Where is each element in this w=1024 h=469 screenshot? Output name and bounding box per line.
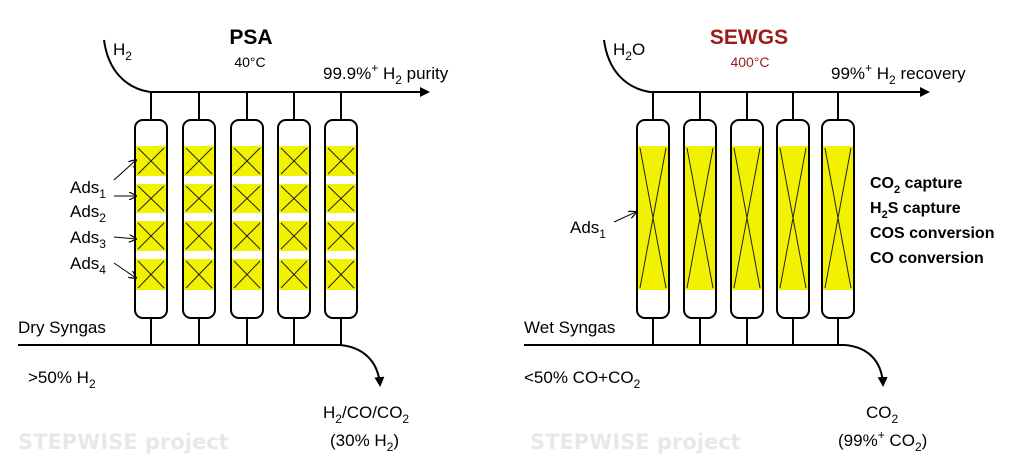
psa-column-5-bed-4-cross-b [327, 260, 355, 289]
sewgs-function-co2: CO2 capture [870, 175, 962, 196]
sewgs-column-2-bed-1-cross-b [686, 147, 714, 289]
sewgs-title: SEWGS [710, 26, 788, 49]
sewgs-column-5-vessel [821, 119, 855, 319]
sewgs-column-2-vessel [683, 119, 717, 319]
psa-purity-label: 99.9%+ H2 purity [323, 61, 449, 87]
psa-column-3-bed-1-cross-b [233, 147, 261, 175]
psa-column-2-bed-3-cross-b [185, 222, 213, 250]
psa-column-1-vessel [134, 119, 168, 319]
psa-column-2 [182, 92, 216, 345]
sewgs-temperature: 400°C [730, 54, 769, 70]
sewgs-column-4-vessel [776, 119, 810, 319]
sewgs-feed-composition: <50% CO+CO2 [524, 368, 641, 391]
sewgs-outlet-composition: (99%+ CO2) [838, 428, 927, 454]
psa-column-3-bed-2-cross-b [233, 185, 261, 212]
psa-column-3 [230, 92, 264, 345]
psa-column-4-bed-1-cross-b [280, 147, 308, 175]
sewgs-column-1-vessel [636, 119, 670, 319]
psa-temperature: 40°C [234, 54, 265, 70]
psa-column-1-bed-3-cross-b [137, 222, 165, 250]
psa-feed-label: Dry Syngas [18, 318, 106, 337]
sewgs-function-h2s: H2S capture [870, 200, 961, 221]
psa-column-3-vessel [230, 119, 264, 319]
sewgs-column-4 [776, 92, 810, 345]
sewgs-recovery-label: 99%+ H2 recovery [831, 61, 966, 87]
psa-column-1-bed-1-cross-b [137, 147, 165, 175]
psa-column-2-bed-4-cross-b [185, 260, 213, 289]
sewgs-inlet-label: H2O [613, 40, 645, 63]
psa-column-1-bed-2-cross-b [137, 185, 165, 212]
sewgs-column-5 [821, 92, 855, 345]
psa-panel: PSA 40°C H2 99.9%+ H2 purity Dry Syngas … [18, 26, 449, 454]
sewgs-function-co: CO conversion [870, 250, 984, 267]
sewgs-column-2 [683, 92, 717, 345]
psa-column-2-vessel [182, 119, 216, 319]
psa-column-5-bed-2-cross-b [327, 185, 355, 212]
sewgs-outlet-curve [844, 344, 888, 387]
sewgs-column-1 [636, 92, 670, 345]
watermark-left: STEPWISE project [18, 430, 229, 454]
psa-ads-3-label: Ads3 [70, 228, 106, 251]
sewgs-column-4-bed-1-cross-b [779, 147, 807, 289]
sewgs-feed-label: Wet Syngas [524, 318, 615, 337]
psa-ads-3-pointer [113, 237, 136, 239]
psa-inlet-label: H2 [113, 40, 132, 63]
psa-column-1 [134, 92, 168, 345]
psa-column-4-vessel [277, 119, 311, 319]
psa-column-4-bed-4-cross-b [280, 260, 308, 289]
psa-ads-2-label: Ads2 [70, 202, 106, 225]
psa-column-4-bed-3-cross-b [280, 222, 308, 250]
psa-column-5-bed-3-cross-b [327, 222, 355, 250]
sewgs-column-3 [730, 92, 764, 345]
sewgs-panel: SEWGS 400°C H2O 99%+ H2 recovery Wet Syn… [524, 26, 994, 454]
psa-ads-4-label: Ads4 [70, 254, 106, 277]
psa-ads-4-pointer [113, 262, 136, 278]
sewgs-ads-1-pointer [613, 212, 636, 223]
psa-ads-1-label: Ads1 [70, 178, 106, 201]
sewgs-column-3-vessel [730, 119, 764, 319]
sewgs-ads-1-label: Ads1 [570, 218, 606, 241]
psa-column-4-bed-2-cross-b [280, 185, 308, 212]
psa-columns [134, 92, 358, 345]
sewgs-function-cos: COS conversion [870, 225, 994, 242]
sewgs-columns [636, 92, 855, 345]
psa-outlet-label: H2/CO/CO2 [323, 403, 409, 426]
psa-column-2-bed-1-cross-b [185, 147, 213, 175]
psa-title: PSA [229, 26, 272, 49]
sewgs-column-3-bed-1-cross-b [733, 147, 761, 289]
psa-column-3-bed-3-cross-b [233, 222, 261, 250]
psa-column-5-vessel [324, 119, 358, 319]
psa-ads-1-pointer [113, 160, 136, 181]
psa-outlet-composition: (30% H2) [330, 431, 399, 454]
sewgs-column-1-bed-1-cross-b [639, 147, 667, 289]
psa-outlet-curve [339, 344, 385, 387]
psa-column-1-bed-4-cross-b [137, 260, 165, 289]
psa-column-2-bed-2-cross-b [185, 185, 213, 212]
sewgs-column-5-bed-1-cross-b [824, 147, 852, 289]
psa-feed-composition: >50% H2 [28, 368, 96, 391]
psa-column-5-bed-1-cross-b [327, 147, 355, 175]
psa-inlet-curve [103, 39, 151, 93]
psa-column-4 [277, 92, 311, 345]
sewgs-inlet-curve [603, 39, 651, 93]
psa-column-5 [324, 92, 358, 345]
sewgs-outlet-label: CO2 [866, 403, 899, 426]
watermark-right: STEPWISE project [530, 430, 741, 454]
psa-column-3-bed-4-cross-b [233, 260, 261, 289]
